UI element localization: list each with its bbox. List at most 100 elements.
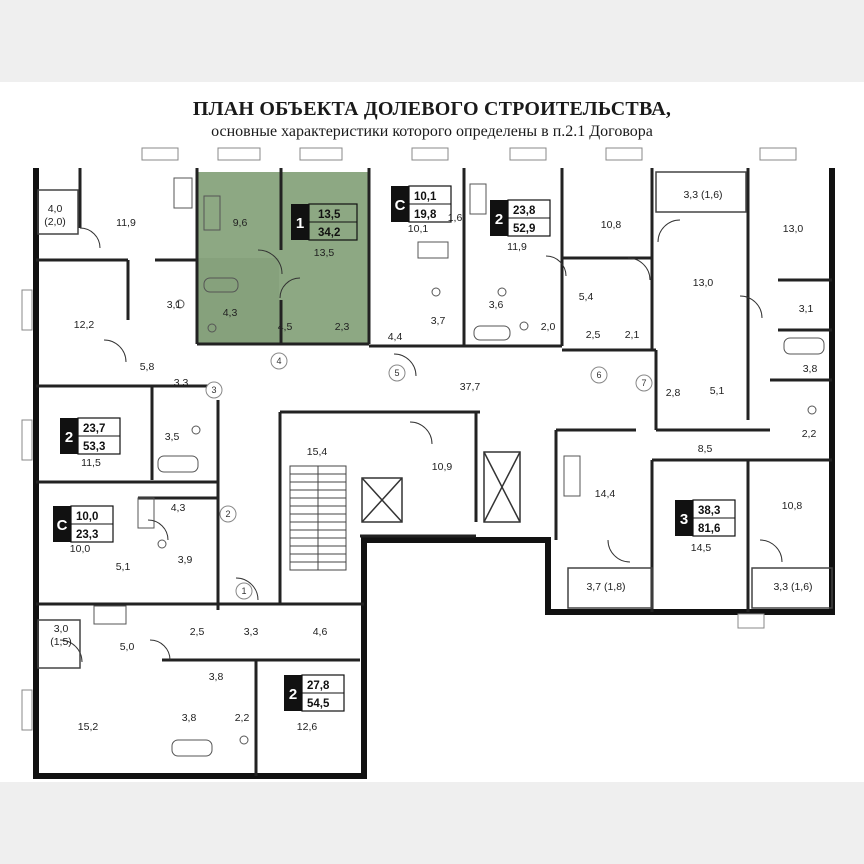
apartment-badge-2-bottom[interactable]: 2 27,8 54,5 <box>284 674 345 712</box>
door-number-markers: 1 2 3 4 5 6 7 <box>205 352 653 600</box>
room-area: 11,5 <box>81 457 101 469</box>
badge-rooms: С <box>395 197 406 214</box>
badge-rooms: 3 <box>680 511 688 528</box>
room-area: 2,8 <box>666 387 681 399</box>
badge-total: 53,3 <box>83 441 105 453</box>
door-marker-7: 7 <box>635 374 653 392</box>
room-area: 3,3 <box>244 626 259 638</box>
room-area: 2,3 <box>335 321 350 333</box>
room-area: 3,8 <box>182 712 197 724</box>
staircase <box>289 465 347 571</box>
room-area: 3,8 <box>209 671 224 683</box>
svg-text:6: 6 <box>596 370 601 380</box>
room-area: 3,6 <box>489 299 504 311</box>
balconies <box>37 171 833 669</box>
outer-walls <box>33 168 835 779</box>
room-area: 4,4 <box>388 331 403 343</box>
room-area: 3,3 (1,6) <box>683 189 722 201</box>
room-area: 12,2 <box>74 319 95 331</box>
badge-rooms: 1 <box>296 215 304 232</box>
door-marker-3: 3 <box>205 381 223 399</box>
room-area: 3,9 <box>178 554 193 566</box>
room-area: 13,0 <box>693 277 714 289</box>
room-area: 2,1 <box>625 329 640 341</box>
window-marks <box>21 147 797 731</box>
badge-total: 54,5 <box>307 698 330 710</box>
badge-rooms: 2 <box>65 429 73 446</box>
elevator-shafts <box>361 451 521 523</box>
badge-living: 10,1 <box>414 191 437 203</box>
room-area: 15,2 <box>78 721 99 733</box>
room-area: 4,0 <box>48 203 63 215</box>
badge-rooms: 2 <box>289 686 297 703</box>
room-area: 3,3 (1,6) <box>773 581 812 593</box>
room-area: 13,0 <box>783 223 804 235</box>
badge-total: 23,3 <box>76 529 98 541</box>
badge-living: 38,3 <box>698 505 720 517</box>
room-area: 2,0 <box>541 321 556 333</box>
room-area: 2,5 <box>586 329 601 341</box>
room-area: 14,5 <box>691 542 712 554</box>
bathroom-fixtures <box>157 277 825 757</box>
room-area: 9,6 <box>233 217 248 229</box>
room-area: 3,8 <box>803 363 818 375</box>
room-area: 4,5 <box>278 321 293 333</box>
apartment-badge-studio-top[interactable]: С 10,1 19,8 <box>391 185 452 223</box>
room-area: 3,0 <box>54 623 69 635</box>
door-marker-4: 4 <box>270 352 288 370</box>
badge-living: 23,8 <box>513 205 536 217</box>
apartment-badge-selected[interactable]: 1 13,5 34,2 <box>291 203 358 241</box>
room-area: 10,8 <box>601 219 622 231</box>
room-area: 5,8 <box>140 361 155 373</box>
room-area: 2,2 <box>235 712 250 724</box>
badge-total: 34,2 <box>318 227 340 239</box>
room-area: 3,7 <box>431 315 446 327</box>
badge-living: 27,8 <box>307 680 330 692</box>
door-marker-5: 5 <box>388 364 406 382</box>
plan-subtitle: основные характеристики которого определ… <box>211 123 653 140</box>
room-area: 11,9 <box>507 241 527 253</box>
svg-text:1: 1 <box>241 586 246 596</box>
room-area: 12,6 <box>297 721 318 733</box>
room-area: 2,5 <box>190 626 205 638</box>
interior-walls <box>36 168 832 776</box>
badge-living: 13,5 <box>318 209 341 221</box>
room-area: 3,5 <box>165 431 180 443</box>
door-marker-6: 6 <box>590 366 608 384</box>
room-area: 10,0 <box>70 543 91 555</box>
svg-text:4: 4 <box>276 356 281 366</box>
apartment-badge-2-top[interactable]: 2 23,8 52,9 <box>490 199 551 237</box>
room-area: 10,9 <box>432 461 453 473</box>
room-area: 10,8 <box>782 500 803 512</box>
room-area: (2,0) <box>44 216 66 228</box>
selected-apartment-highlight[interactable] <box>197 172 369 344</box>
room-area: 5,4 <box>579 291 594 303</box>
badge-rooms: С <box>57 517 68 534</box>
room-area: 15,4 <box>307 446 328 458</box>
room-area: 5,0 <box>120 641 135 653</box>
badge-living: 23,7 <box>83 423 105 435</box>
room-area: 14,4 <box>595 488 616 500</box>
badge-total: 81,6 <box>698 523 720 535</box>
room-area: 4,3 <box>171 502 186 514</box>
room-area: 4,3 <box>223 307 238 319</box>
svg-text:5: 5 <box>394 368 399 378</box>
room-area: 10,1 <box>408 223 429 235</box>
badge-rooms: 2 <box>495 211 503 228</box>
room-area: 3,3 <box>174 377 189 389</box>
apartment-badge-3-right[interactable]: 3 38,3 81,6 <box>675 499 736 537</box>
room-area: 5,1 <box>116 561 131 573</box>
door-swings <box>59 219 783 663</box>
plan-title: ПЛАН ОБЪЕКТА ДОЛЕВОГО СТРОИТЕЛЬСТВА, <box>192 98 672 120</box>
svg-text:2: 2 <box>225 509 230 519</box>
room-area: 8,5 <box>698 443 713 455</box>
apartment-badge-studio-left[interactable]: С 10,0 23,3 <box>53 505 114 543</box>
door-marker-1: 1 <box>235 582 253 600</box>
apartment-badge-2-left[interactable]: 2 23,7 53,3 <box>60 417 121 455</box>
room-area: 37,7 <box>460 381 481 393</box>
room-area: 3,1 <box>167 299 182 311</box>
badge-total: 52,9 <box>513 223 535 235</box>
svg-text:3: 3 <box>211 385 216 395</box>
room-area: 3,7 (1,8) <box>586 581 625 593</box>
